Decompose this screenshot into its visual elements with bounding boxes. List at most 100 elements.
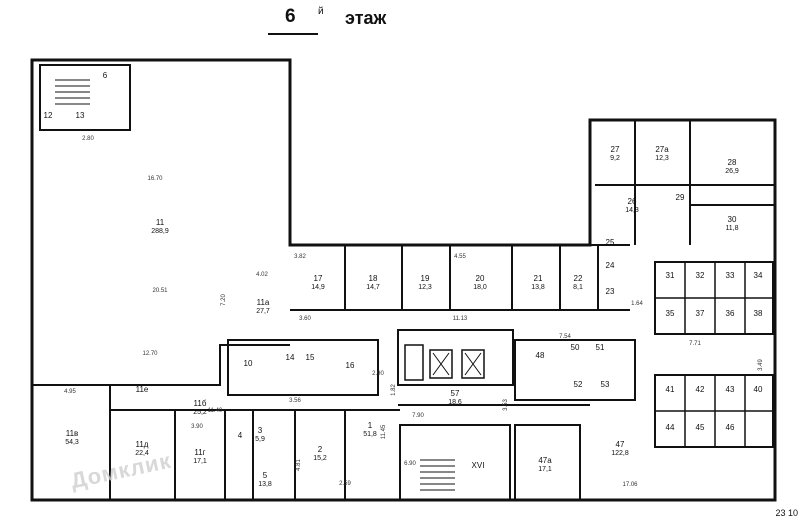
room-area: 288,9	[151, 228, 169, 235]
room-number: 11а	[257, 298, 270, 307]
room-number: 24	[606, 261, 615, 270]
room-r27: 279,2	[610, 145, 620, 162]
room-number: 38	[754, 309, 763, 318]
room-number: 11е	[136, 385, 149, 394]
room-number: 51	[596, 343, 605, 352]
room-number: 40	[754, 385, 763, 394]
room-r36: 36	[726, 309, 735, 318]
room-r42: 42	[696, 385, 705, 394]
dimension-label: 1.64	[631, 301, 643, 307]
room-number: 17	[314, 274, 323, 283]
room-r45: 45	[696, 423, 705, 432]
room-number: 1	[368, 421, 373, 430]
room-r22: 228,1	[573, 274, 583, 291]
room-number: 11в	[66, 429, 79, 438]
dimension-label: 1.82	[391, 384, 397, 396]
dimension-label: 2.90	[372, 371, 384, 377]
dimension-label: 6.90	[404, 461, 416, 467]
room-r14: 14	[286, 353, 295, 362]
room-area: 5,9	[255, 436, 265, 443]
room-area: 18,6	[448, 399, 462, 406]
room-number: 52	[574, 380, 583, 389]
room-number: 33	[726, 271, 735, 280]
room-area: 11,8	[725, 225, 738, 232]
room-r46: 46	[726, 423, 735, 432]
room-area: 26,9	[725, 168, 739, 175]
room-47a-box	[514, 424, 581, 501]
room-area: 17,1	[538, 466, 552, 473]
room-number: 43	[726, 385, 735, 394]
room-area: 15,2	[313, 455, 327, 462]
room-area: 22,4	[135, 450, 149, 457]
room-area: 18,0	[473, 284, 487, 291]
room-number: XVI	[472, 461, 485, 470]
room-r3: 35,9	[255, 426, 265, 443]
room-r52: 52	[574, 380, 583, 389]
elevator-1	[429, 349, 453, 379]
dimension-label: 3.60	[299, 316, 311, 322]
room-area: 122,8	[611, 450, 629, 457]
room-number: 12	[44, 111, 53, 120]
corner-code: 23 10	[775, 508, 798, 518]
dimension-label: 11.13	[453, 316, 468, 322]
room-number: 6	[103, 71, 108, 80]
room-area: 13,8	[258, 481, 272, 488]
room-number: 11	[156, 218, 165, 227]
room-number: 10	[244, 359, 253, 368]
room-number: 57	[451, 389, 460, 398]
room-r1: 151,8	[363, 421, 377, 438]
elevator-3	[404, 344, 424, 381]
room-r48: 48	[536, 351, 545, 360]
room-r50: 50	[571, 343, 580, 352]
room-r29: 29	[676, 193, 685, 202]
room-number: 31	[666, 271, 675, 280]
walls	[30, 58, 777, 502]
room-number: 3	[258, 426, 263, 435]
room-number: 35	[666, 309, 675, 318]
room-r31: 31	[666, 271, 675, 280]
room-area: 14,3	[625, 207, 639, 214]
room-number: 41	[666, 385, 675, 394]
elevator-core	[397, 329, 514, 386]
room-number: 44	[666, 423, 675, 432]
floor-underline	[268, 33, 318, 35]
room-number: 20	[476, 274, 485, 283]
room-area: 51,8	[363, 431, 377, 438]
room-number: 26	[628, 197, 637, 206]
stair-hatching	[55, 79, 482, 491]
stair-block	[39, 64, 131, 131]
room-number: 34	[754, 271, 763, 280]
floor-number: 6	[285, 6, 296, 27]
dimension-label: 7.54	[559, 334, 571, 340]
room-number: 48	[536, 351, 545, 360]
room-r11e: 11е	[136, 385, 149, 394]
dimension-label: 12.70	[142, 351, 158, 357]
dimension-label: 11.40	[208, 408, 223, 414]
stair-core-lower	[399, 424, 511, 501]
room-number: 27а	[655, 145, 669, 154]
room-r10: 10	[244, 359, 253, 368]
floor-number-suffix: й	[318, 6, 324, 17]
room-number: 18	[369, 274, 378, 283]
room-number: 14	[286, 353, 295, 362]
room-number: 47	[616, 440, 625, 449]
room-r12: 12	[44, 111, 53, 120]
dimension-label: 4.95	[64, 389, 76, 395]
room-number: 2	[318, 445, 323, 454]
room-area: 8,1	[573, 284, 583, 291]
room-r44: 44	[666, 423, 675, 432]
room-area: 9,2	[610, 155, 620, 162]
room-number: 50	[571, 343, 580, 352]
wc-block-left	[227, 339, 379, 396]
room-number: 23	[606, 287, 615, 296]
dimension-label: 3.49	[758, 359, 764, 371]
